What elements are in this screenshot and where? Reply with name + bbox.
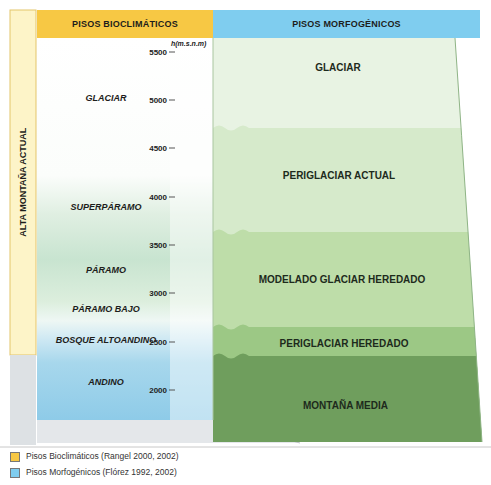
axis-value: 5500 — [149, 48, 167, 57]
axis-value: 4500 — [149, 144, 167, 153]
legend-entry: Pisos Morfogénicos (Flórez 1992, 2002) — [10, 468, 177, 478]
header-fill — [37, 10, 213, 38]
band-label: PISOS BIOCLIMÁTICOS — [72, 19, 178, 29]
bioclimatic-band: SUPERPÁRAMO — [37, 165, 175, 250]
legend-text: Pisos Bioclimáticos (Rangel 2000, 2002) — [26, 452, 179, 462]
panel-edge — [455, 38, 482, 442]
band-label: PISOS MORFOGÉNICOS — [292, 19, 401, 29]
band-label: PÁRAMO BAJO — [72, 304, 140, 314]
column-header: PISOS MORFOGÉNICOS — [213, 10, 480, 38]
band-label: PERIGLACIAR HEREDADO — [280, 338, 409, 350]
band-label: PERIGLACIAR ACTUAL — [283, 170, 395, 182]
morphogenic-band: PERIGLACIAR ACTUAL — [213, 128, 465, 223]
bioclimatic-band: PÁRAMO — [37, 250, 175, 290]
band-label: PÁRAMO — [86, 265, 126, 275]
band-label: GLACIAR — [315, 62, 361, 74]
band-label: MODELADO GLACIAR HEREDADO — [259, 274, 426, 286]
vertical-band: ALTA MONTAÑA ACTUAL — [10, 10, 36, 355]
legend-swatch — [10, 468, 20, 478]
altitude-bar-lower — [10, 355, 36, 445]
axis-title: h(m.s.n.m) — [171, 40, 206, 47]
legend-rule — [0, 447, 491, 448]
legend-entry: Pisos Bioclimáticos (Rangel 2000, 2002) — [10, 452, 179, 462]
axis-value: 4000 — [149, 193, 167, 202]
bioclimatic-band: ANDINO — [37, 352, 175, 412]
band-label: SUPERPÁRAMO — [70, 202, 141, 212]
axis-value: 3000 — [149, 289, 167, 298]
band-label: GLACIAR — [86, 93, 127, 103]
morphogenic-band: GLACIAR — [213, 38, 463, 98]
axis-value: 2500 — [149, 338, 167, 347]
band-label: MONTAÑA MEDIA — [303, 400, 388, 412]
header-fill — [213, 10, 480, 38]
altitude-bar — [10, 10, 36, 355]
column-header: PISOS BIOCLIMÁTICOS — [37, 10, 213, 38]
axis-value: 2000 — [149, 386, 167, 395]
axis-value: 5000 — [149, 96, 167, 105]
morphogenic-band: PERIGLACIAR HEREDADO — [213, 333, 475, 355]
bioclimatic-panel — [37, 38, 213, 420]
morphogenic-band: MODELADO GLACIAR HEREDADO — [213, 245, 471, 315]
axis-strip — [170, 38, 213, 420]
panel-divider — [213, 38, 214, 420]
morphogenic-band: MONTAÑA MEDIA — [213, 380, 478, 432]
morphogenic-panel — [213, 38, 491, 448]
legend-swatch — [10, 452, 20, 462]
band-label: ALTA MONTAÑA ACTUAL — [18, 128, 28, 237]
band-label: BOSQUE ALTOANDINO — [56, 335, 156, 345]
legend-text: Pisos Morfogénicos (Flórez 1992, 2002) — [26, 468, 177, 478]
band-label: ANDINO — [88, 377, 124, 387]
axis-ticks — [169, 52, 175, 390]
axis-value: 3500 — [149, 241, 167, 250]
